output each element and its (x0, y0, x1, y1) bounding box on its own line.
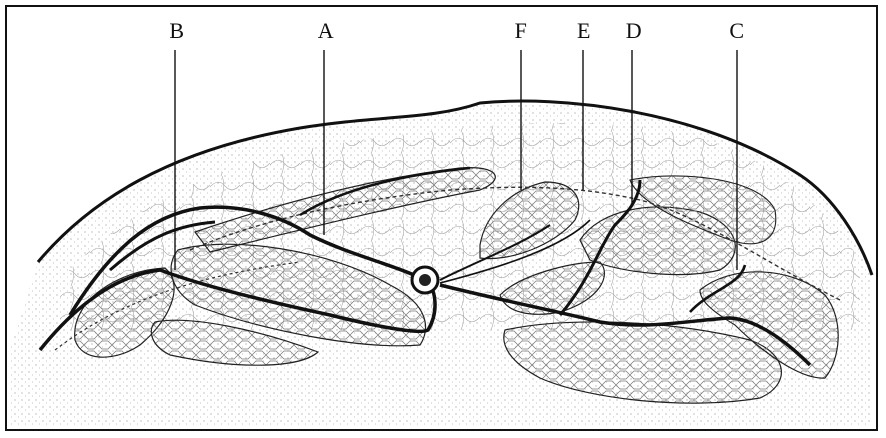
label-f: F (515, 20, 528, 42)
label-e: E (577, 20, 591, 42)
label-a: A (318, 20, 334, 42)
central-node-core (419, 274, 431, 286)
label-d: D (626, 20, 642, 42)
label-c: C (729, 20, 744, 42)
label-b: B (169, 20, 184, 42)
